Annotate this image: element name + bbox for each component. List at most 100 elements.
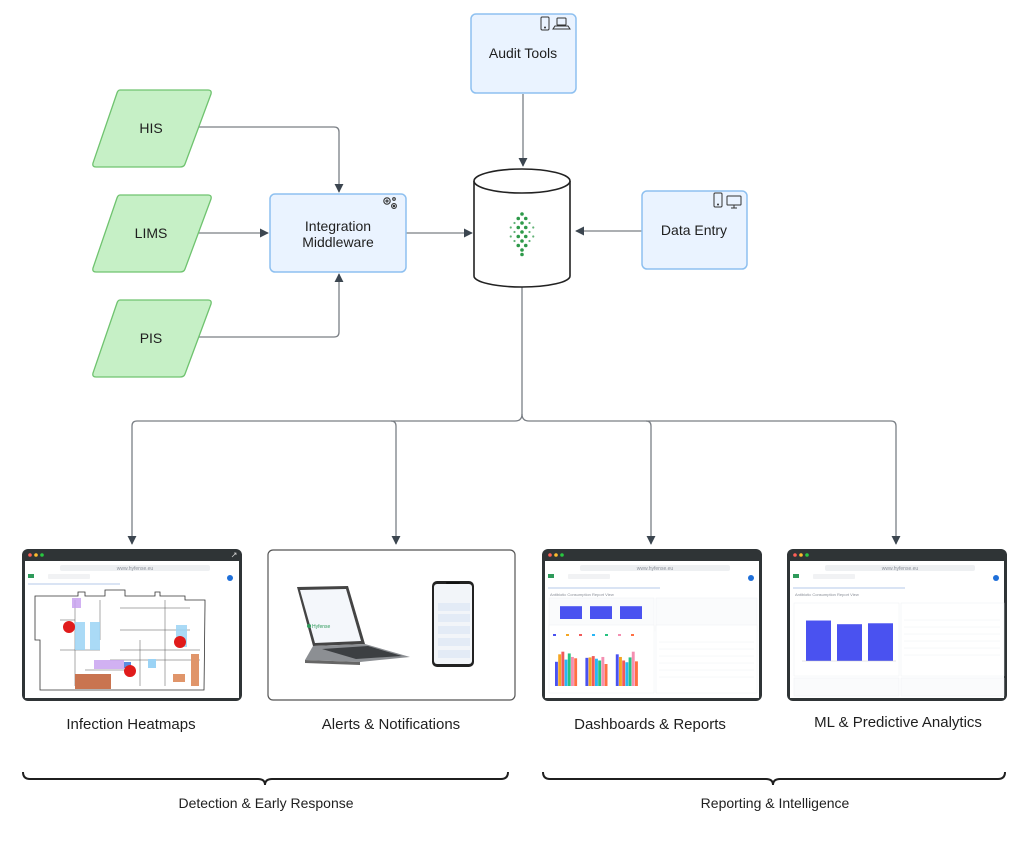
chart-bar bbox=[622, 660, 626, 686]
gears-icon bbox=[383, 197, 397, 209]
dashboard-top-chart bbox=[560, 606, 642, 619]
chart-bar bbox=[628, 657, 632, 686]
source-lims[interactable]: LIMS bbox=[92, 194, 212, 273]
phone-illustration bbox=[432, 581, 474, 667]
mobile-icon bbox=[713, 192, 723, 208]
edge-database-alerts bbox=[390, 420, 401, 545]
logo-dot bbox=[523, 225, 528, 230]
legend-swatch bbox=[553, 634, 556, 636]
expand-icon bbox=[231, 552, 237, 558]
chart-bar bbox=[631, 651, 635, 686]
dashboard-screenshot[interactable]: www.hyfense.eu Antibiotic Consumption Re… bbox=[542, 549, 762, 701]
dashboard-grouped-chart bbox=[553, 634, 638, 686]
data-entry-node[interactable]: Data Entry bbox=[641, 190, 748, 270]
chart-bar bbox=[560, 606, 582, 619]
edge-database-ml bbox=[646, 420, 901, 545]
logo-dot bbox=[523, 216, 528, 221]
chart-bar bbox=[555, 661, 558, 686]
chart-bar bbox=[585, 657, 589, 686]
chart-bar bbox=[561, 651, 565, 686]
logo-dot bbox=[513, 230, 516, 234]
laptop-illustration: Hyfense bbox=[297, 586, 410, 665]
edge-database-trunk bbox=[127, 287, 523, 545]
chart-bar bbox=[601, 656, 605, 686]
logo-dot bbox=[523, 243, 528, 248]
brand-text: Hyfense bbox=[312, 624, 331, 630]
chart-bar bbox=[591, 656, 595, 686]
logo-dot bbox=[520, 212, 524, 216]
alerts-screenshot[interactable]: Hyfense bbox=[267, 549, 516, 701]
caption-ml-predictive-analytics: ML & Predictive Analytics bbox=[814, 714, 982, 731]
chart-bar bbox=[564, 659, 568, 686]
middleware-label-line1: Integration bbox=[305, 218, 371, 234]
group-label-detection: Detection & Early Response bbox=[178, 795, 353, 811]
legend-swatch bbox=[579, 634, 582, 636]
logo-dot bbox=[516, 243, 521, 248]
logo-dot bbox=[520, 230, 524, 234]
url-text: www.hyfense.eu bbox=[637, 566, 674, 572]
chart-bar bbox=[837, 624, 862, 661]
logo-dot bbox=[509, 235, 512, 238]
ml-bar-chart bbox=[802, 620, 896, 662]
logo-dot bbox=[520, 221, 524, 225]
logo-dot bbox=[513, 239, 516, 243]
mobile-icon bbox=[540, 16, 550, 31]
laptop-icon bbox=[552, 17, 571, 30]
chart-bar bbox=[620, 606, 642, 619]
logo-dot bbox=[528, 221, 531, 225]
chart-bar bbox=[635, 661, 638, 686]
infection-hotspot[interactable] bbox=[124, 665, 136, 677]
window-maximize-dot bbox=[40, 553, 44, 557]
chart-bar bbox=[590, 606, 612, 619]
logo-dot bbox=[523, 234, 528, 239]
integration-middleware-node[interactable]: Integration Middleware bbox=[269, 193, 407, 273]
caption-alerts-notifications: Alerts & Notifications bbox=[322, 716, 460, 733]
edge-pis-middleware bbox=[193, 273, 344, 338]
infection-hotspot[interactable] bbox=[63, 621, 75, 633]
window-minimize-dot bbox=[34, 553, 38, 557]
window-close-dot bbox=[28, 553, 32, 557]
edge-his-middleware bbox=[193, 126, 344, 193]
section-title: Antibiotic Consumption Report View bbox=[550, 592, 614, 597]
chart-bar bbox=[571, 656, 574, 686]
ml-table bbox=[904, 619, 1000, 656]
logo-dot bbox=[520, 248, 524, 252]
chart-bar bbox=[615, 654, 619, 686]
chart-bar bbox=[625, 662, 629, 686]
middleware-label-line2: Middleware bbox=[302, 234, 374, 250]
source-label: PIS bbox=[140, 330, 163, 346]
edge-database-dashboards bbox=[521, 413, 656, 545]
edges bbox=[127, 94, 901, 545]
database-node[interactable] bbox=[473, 168, 571, 288]
chart-bar bbox=[567, 653, 571, 686]
audit-tools-node[interactable]: Audit Tools bbox=[470, 13, 577, 94]
logo-dot bbox=[528, 239, 531, 243]
source-pis[interactable]: PIS bbox=[92, 299, 212, 378]
chart-bar bbox=[595, 658, 598, 686]
chart-bar bbox=[604, 664, 608, 686]
logo-dot bbox=[516, 216, 521, 221]
section-title: Antibiotic Consumption Report View bbox=[795, 592, 859, 597]
chart-bar bbox=[868, 623, 893, 661]
caption-dashboards-reports: Dashboards & Reports bbox=[574, 716, 726, 733]
dashboard-table bbox=[659, 641, 754, 678]
logo-dot bbox=[509, 226, 512, 229]
chart-bar bbox=[806, 620, 831, 661]
group-label-reporting: Reporting & Intelligence bbox=[701, 795, 850, 811]
brace-detection bbox=[22, 771, 509, 786]
logo-dot bbox=[513, 221, 516, 225]
source-label: HIS bbox=[139, 120, 162, 136]
logo-dot bbox=[516, 234, 521, 239]
heatmap-screenshot[interactable]: www.hyfense.eu bbox=[22, 549, 242, 701]
chart-bar bbox=[588, 657, 592, 686]
legend-swatch bbox=[631, 634, 634, 636]
chart-bar bbox=[619, 656, 622, 686]
logo-dot bbox=[532, 235, 535, 238]
legend-swatch bbox=[605, 634, 608, 636]
infection-hotspot[interactable] bbox=[174, 636, 186, 648]
ml-screenshot[interactable]: www.hyfense.eu Antibiotic Consumption Re… bbox=[787, 549, 1007, 701]
audit-tools-label: Audit Tools bbox=[489, 45, 557, 61]
legend-swatch bbox=[566, 634, 569, 636]
source-his[interactable]: HIS bbox=[92, 89, 212, 168]
